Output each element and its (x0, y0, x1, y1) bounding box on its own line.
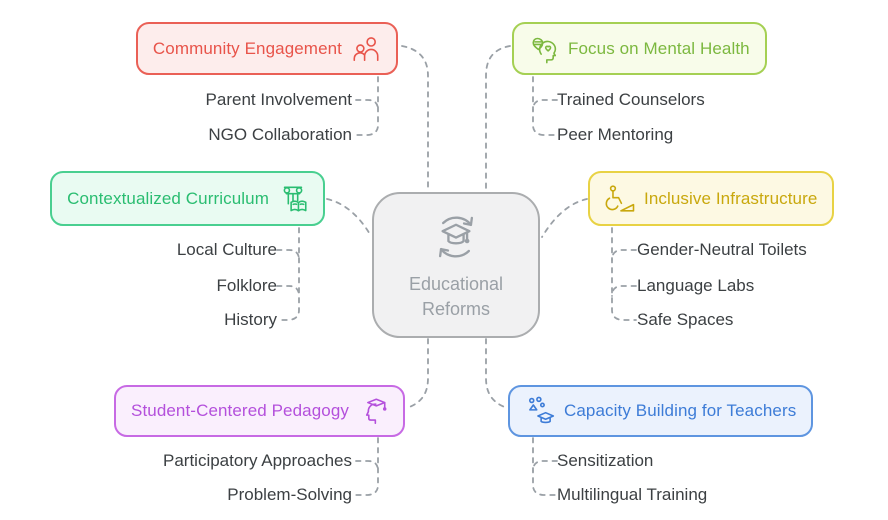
column-book-icon (278, 184, 308, 214)
node-community-engagement[interactable]: Community Engagement (135, 22, 398, 75)
leaf-history[interactable]: History (224, 310, 277, 329)
leaf-participatory-approaches[interactable]: Participatory Approaches (163, 451, 352, 470)
node-focus-on-mental-health[interactable]: Focus on Mental Health (512, 22, 767, 75)
connector-center-curriculum (326, 198, 372, 237)
node-title: Community Engagement (152, 38, 342, 58)
connector-trained-counselors (532, 99, 558, 111)
connector-participatory-approaches (355, 460, 379, 472)
connector-center-capacity (485, 338, 508, 409)
connector-pedagogy-main (355, 437, 379, 496)
graduate-head-icon (358, 396, 388, 426)
leaf-safe-spaces[interactable]: Safe Spaces (637, 310, 734, 329)
leaf-peer-mentoring[interactable]: Peer Mentoring (557, 125, 674, 144)
leaf-gender-neutral-toilets[interactable]: Gender-Neutral Toilets (637, 240, 807, 259)
node-title: Contextualized Curriculum (67, 188, 269, 208)
center-title-line1: Educational (408, 273, 504, 294)
connector-curriculum-main (276, 227, 300, 321)
connector-center-mental-health (485, 45, 511, 192)
node-title: Inclusive Infrastructure (644, 188, 818, 208)
leaf-folklore[interactable]: Folklore (216, 276, 277, 295)
people-icon (351, 34, 381, 64)
connector-folklore (276, 285, 300, 297)
mind-heart-icon (529, 34, 559, 64)
connector-infrastructure-main (611, 227, 637, 321)
node-title: Student-Centered Pedagogy (131, 401, 349, 420)
leaf-ngo-collaboration[interactable]: NGO Collaboration (208, 125, 352, 144)
leaf-language-labs[interactable]: Language Labs (637, 276, 755, 295)
center-node-educational-reforms[interactable]: Educational Reforms (372, 192, 540, 338)
connector-center-infrastructure (541, 198, 588, 238)
leaf-problem-solving[interactable]: Problem-Solving (227, 485, 352, 504)
connector-language-labs (611, 285, 637, 297)
node-title: Capacity Building for Teachers (564, 401, 797, 420)
wheelchair-ramp-icon (605, 184, 635, 214)
leaf-sensitization[interactable]: Sensitization (557, 451, 654, 470)
leaf-parent-involvement[interactable]: Parent Involvement (205, 90, 352, 109)
leaf-trained-counselors[interactable]: Trained Counselors (557, 90, 705, 109)
connector-capacity-main (532, 437, 558, 496)
leaf-multilingual-training[interactable]: Multilingual Training (557, 485, 708, 504)
connector-local-culture (276, 249, 300, 261)
node-capacity-building-for-teachers[interactable]: Capacity Building for Teachers (508, 385, 814, 437)
leaf-local-culture[interactable]: Local Culture (176, 240, 277, 259)
node-inclusive-infrastructure[interactable]: Inclusive Infrastructure (588, 171, 835, 226)
connector-center-community (401, 45, 429, 192)
node-student-centered-pedagogy[interactable]: Student-Centered Pedagogy (114, 385, 405, 437)
connector-sensitization (532, 460, 558, 472)
connector-parent-involvement (355, 99, 379, 111)
node-title: Focus on Mental Health (568, 38, 750, 58)
connector-center-pedagogy (406, 338, 429, 409)
node-contextualized-curriculum[interactable]: Contextualized Curriculum (50, 171, 325, 226)
connector-gender-neutral-toilets (611, 249, 637, 261)
network-graduation-icon (525, 396, 555, 426)
center-title: Educational Reforms (409, 272, 503, 322)
connector-mental-health-main (532, 76, 558, 136)
center-title-line2: Reforms (421, 298, 490, 319)
refresh-graduation-icon (428, 209, 484, 270)
connector-community-main (355, 76, 379, 136)
